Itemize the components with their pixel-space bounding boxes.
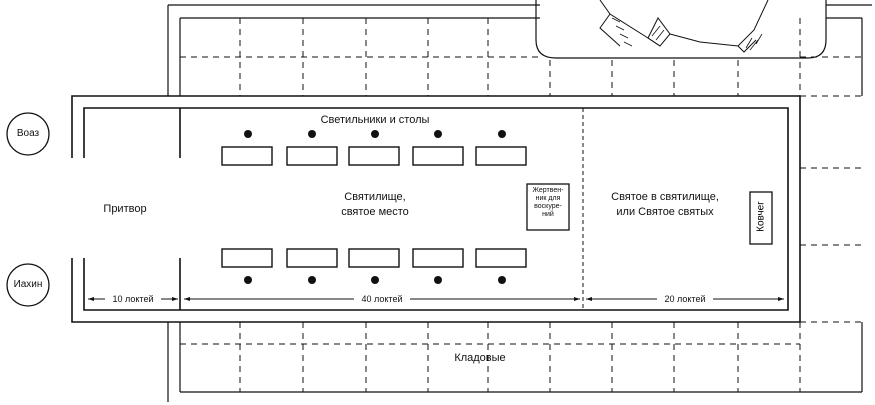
- porch-dimension: 10 локтей: [105, 293, 161, 306]
- incense-altar-label: Жертвен- ник для воскуре- ний: [532, 187, 564, 219]
- table: [412, 146, 464, 166]
- lampstand: [371, 130, 379, 138]
- lampstand: [498, 276, 506, 284]
- table: [221, 248, 273, 268]
- lampstand: [434, 130, 442, 138]
- lampstand: [498, 130, 506, 138]
- lampstand: [308, 130, 316, 138]
- table: [221, 146, 273, 166]
- pillar-boaz-label: Воаз: [16, 128, 40, 139]
- ark-box: [749, 191, 773, 245]
- pillar-jachin-label: Иахин: [13, 279, 43, 290]
- cherubim-illustration: [535, 0, 827, 59]
- holy-place-dimension: 40 локтей: [354, 293, 410, 306]
- pillar-jachin: [6, 263, 50, 307]
- lampstand: [308, 276, 316, 284]
- lampstand: [371, 276, 379, 284]
- table: [286, 146, 338, 166]
- storerooms-label: Кладовые: [454, 352, 506, 364]
- table: [412, 248, 464, 268]
- lampstand: [244, 276, 252, 284]
- holy-of-holies-label: Святое в святилище, или Святое святых: [611, 191, 719, 218]
- lamps-tables-label: Светильники и столы: [300, 113, 450, 128]
- ark-label: Ковчег: [755, 201, 767, 232]
- storeroom-partitions: [180, 18, 862, 392]
- lampstands: [244, 130, 506, 284]
- table: [348, 146, 400, 166]
- lampstand: [244, 130, 252, 138]
- table: [475, 146, 527, 166]
- dimension-arrows: [88, 297, 784, 301]
- table: [475, 248, 527, 268]
- temple-walls: [71, 95, 801, 323]
- porch-label: Притвор: [103, 203, 147, 215]
- table: [348, 248, 400, 268]
- pillar-boaz: [6, 112, 50, 156]
- incense-altar: [526, 183, 570, 231]
- holy-of-holies-dimension: 20 локтей: [657, 293, 713, 306]
- table: [286, 248, 338, 268]
- lampstand: [434, 276, 442, 284]
- holy-place-label: Святилище, святое место: [341, 191, 409, 218]
- tables: [221, 146, 527, 268]
